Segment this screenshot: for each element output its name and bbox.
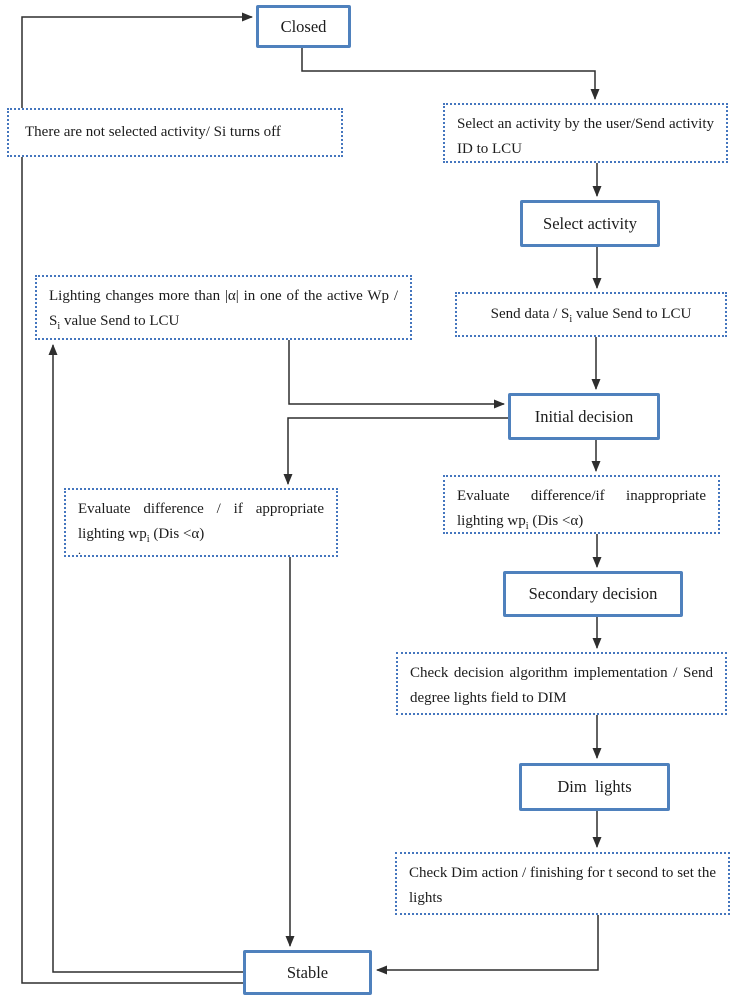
state-closed: Closed [256,5,351,48]
transition-check-decision: Check decision algorithm implementation … [396,652,727,715]
transition-select-activity: Select an activity by the user/Send acti… [443,103,728,163]
state-dim-lights-label: Dim lights [557,777,632,796]
transition-check-dim: Check Dim action / finishing for t secon… [395,852,730,915]
transition-no-activity: There are not selected activity/ Si turn… [7,108,343,157]
transition-check-dim-label: Check Dim action / finishing for t secon… [409,865,716,906]
transition-send-data-label: Send data / Si value Send to LCU [490,306,692,325]
transition-check-decision-label: Check decision algorithm implementation … [410,665,713,706]
arrow-lighting-changes-to-initial-decision [288,340,505,409]
transition-select-activity-label: Select an activity by the user/Send acti… [457,116,714,157]
state-stable: Stable [243,950,372,995]
transition-evaluate-appropriate: Evaluate difference / if appropriate lig… [64,488,338,557]
state-secondary-decision-label: Secondary decision [528,584,658,603]
state-closed-label: Closed [280,16,327,36]
state-secondary-decision: Secondary decision [503,571,683,617]
transition-no-activity-label: There are not selected activity/ Si turn… [25,124,281,140]
stray-period: . [78,543,81,557]
arrow-initial-decision-to-evaluate-appropriate [283,417,508,485]
transition-lighting-changes: Lighting changes more than |α| in one of… [35,275,412,340]
transition-send-data: Send data / Si value Send to LCU [455,292,727,337]
state-select-activity: Select activity [520,200,660,247]
arrow-stable-to-lighting-changes [48,344,243,973]
transition-evaluate-inappropriate-label: Evaluate difference/if inappropriate lig… [457,488,706,532]
state-initial-decision: Initial decision [508,393,660,440]
arrow-check-dim-to-stable [376,915,599,975]
state-initial-decision-label: Initial decision [534,406,634,426]
transition-evaluate-appropriate-label: Evaluate difference / if appropriate lig… [78,501,324,545]
arrow-stable-to-closed [21,12,253,984]
transition-lighting-changes-label: Lighting changes more than |α| in one of… [49,288,398,332]
state-dim-lights: Dim lights [519,763,670,811]
state-select-activity-label: Select activity [543,213,637,233]
transition-evaluate-inappropriate: Evaluate difference/if inappropriate lig… [443,475,720,534]
arrow-closed-to-select-transition [301,48,600,100]
state-stable-label: Stable [286,962,329,982]
